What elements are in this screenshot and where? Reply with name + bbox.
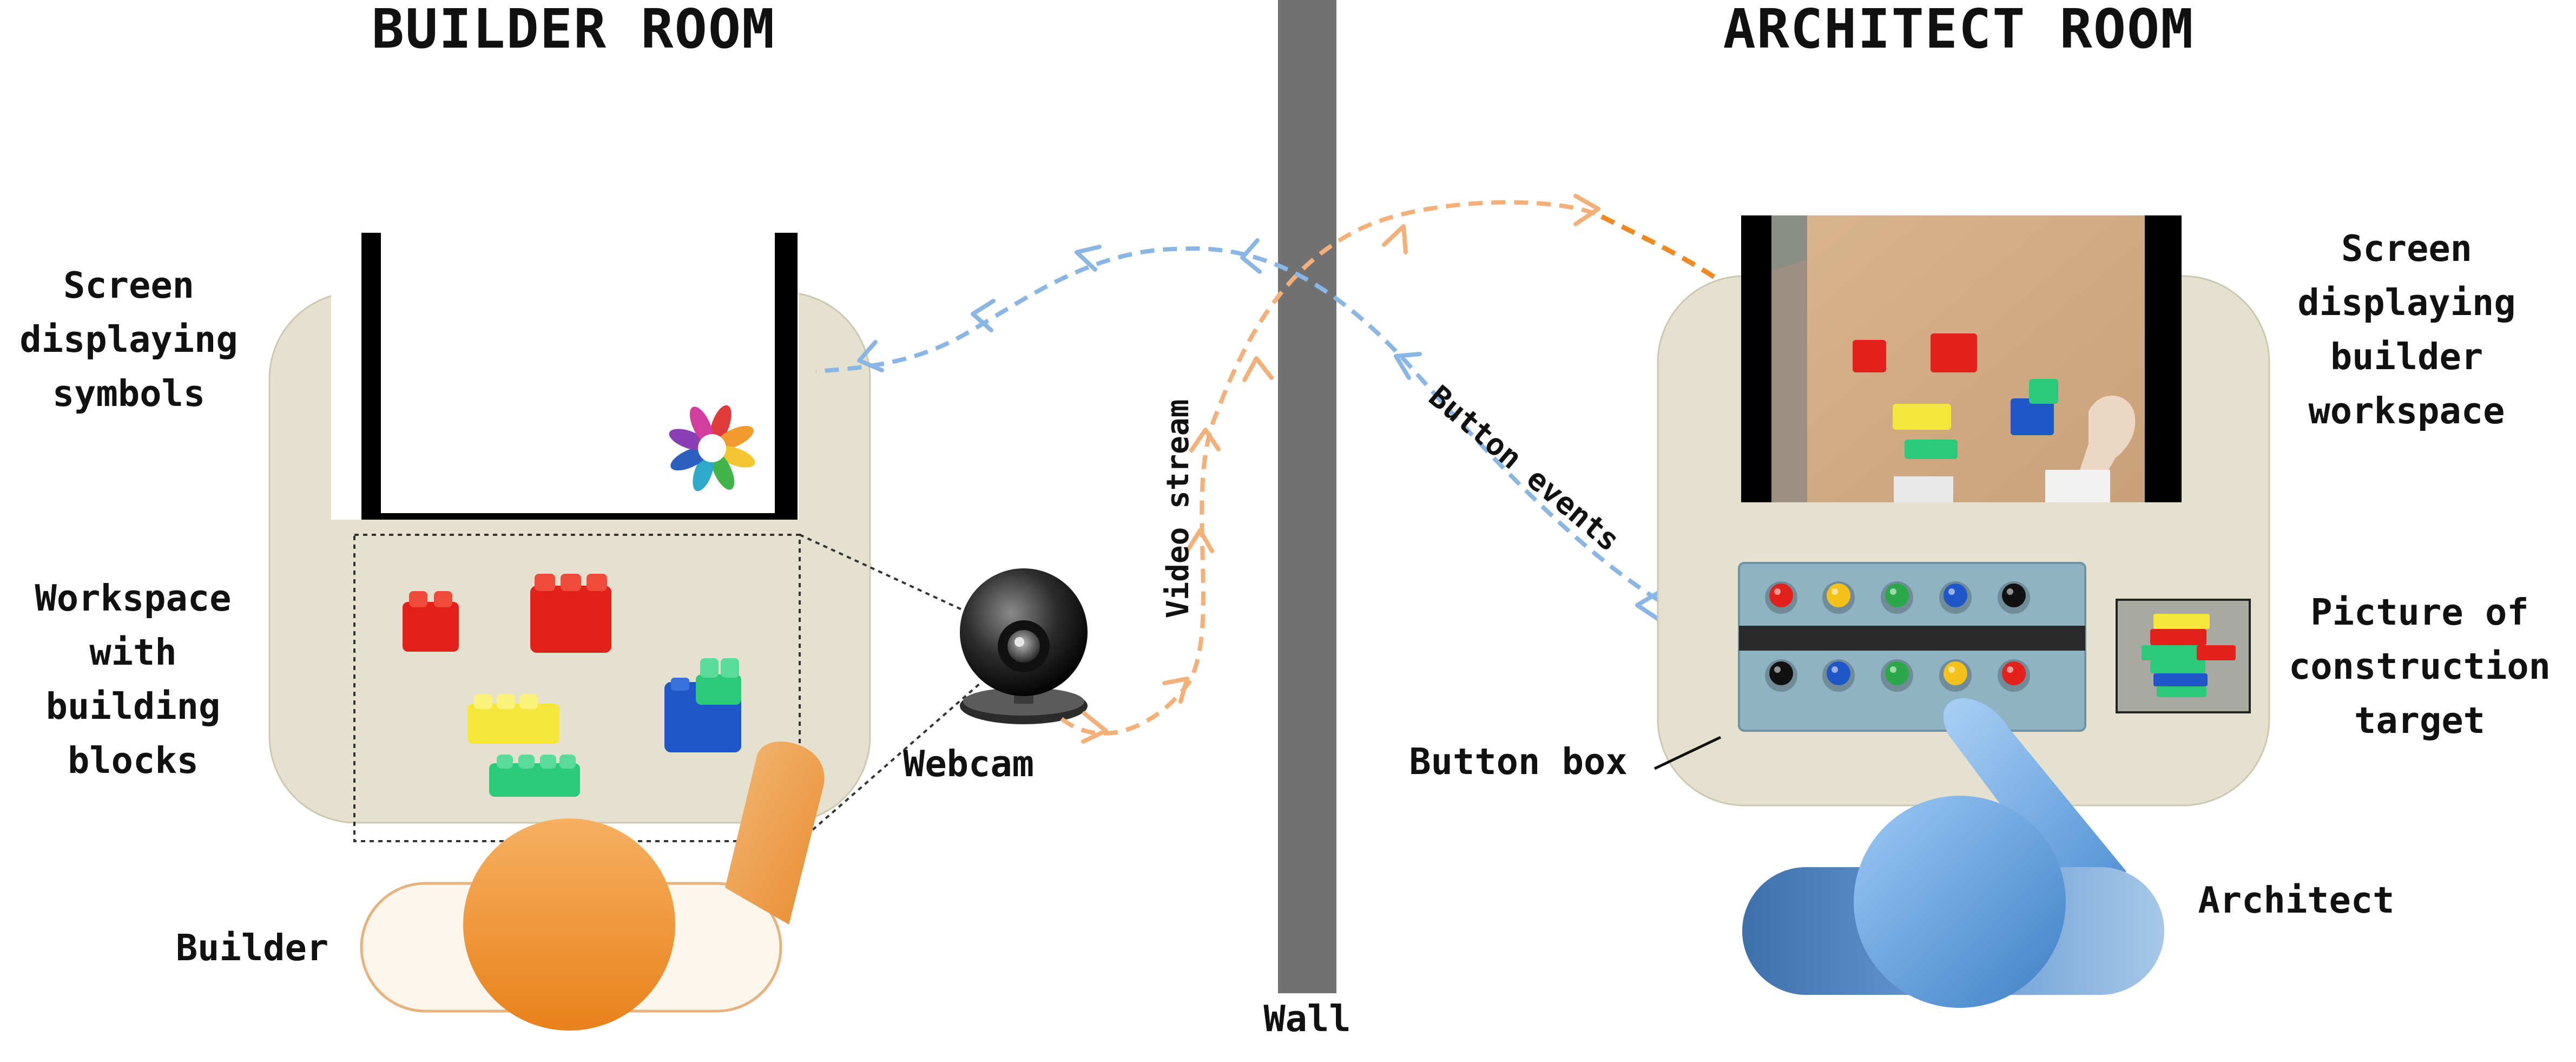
svg-text:with: with bbox=[89, 631, 176, 673]
svg-text:target: target bbox=[2354, 699, 2485, 742]
architect-label: Architect bbox=[2198, 879, 2394, 921]
architect-room-title: ARCHITECT ROOM bbox=[1723, 0, 2195, 61]
svg-text:Picture of: Picture of bbox=[2310, 591, 2528, 633]
button-events-arrow bbox=[815, 246, 1742, 641]
video-stream-arrow bbox=[1060, 200, 1603, 736]
bottom-row-button-4 bbox=[1939, 659, 1972, 692]
button-events-chevrons bbox=[857, 238, 1663, 622]
bottom-row-button-2 bbox=[1822, 659, 1855, 692]
bottom-row-button-3 bbox=[1881, 659, 1913, 692]
top-row-button-1 bbox=[1765, 581, 1797, 614]
architect-screen-label: Screen displaying builder workspace bbox=[2297, 227, 2515, 432]
target-picture bbox=[2116, 599, 2251, 713]
webcam-view-line-bottom bbox=[799, 682, 981, 842]
svg-text:Workspace: Workspace bbox=[35, 577, 231, 619]
builder-figure bbox=[360, 741, 825, 1031]
svg-text:workspace: workspace bbox=[2308, 390, 2505, 432]
svg-text:displaying: displaying bbox=[2297, 281, 2515, 324]
wall bbox=[1278, 0, 1336, 993]
svg-text:Screen: Screen bbox=[63, 264, 194, 306]
svg-text:construction: construction bbox=[2289, 645, 2551, 687]
webcam-icon bbox=[960, 568, 1088, 724]
svg-text:Screen: Screen bbox=[2341, 227, 2472, 270]
button-box-leader bbox=[1653, 736, 1722, 770]
button-events-label: Button events bbox=[1422, 379, 1626, 559]
builder-room-title: BUILDER ROOM bbox=[372, 0, 775, 61]
webcam-view-line-top bbox=[799, 534, 981, 619]
block-red-small bbox=[403, 591, 459, 652]
svg-text:symbols: symbols bbox=[52, 372, 205, 415]
top-row-button-4 bbox=[1939, 581, 1972, 614]
top-row-button-5 bbox=[1998, 581, 2030, 614]
button-box-label: Button box bbox=[1409, 740, 1627, 783]
block-green-bottom bbox=[489, 755, 580, 797]
block-red-large bbox=[530, 574, 611, 653]
workspace-frame bbox=[353, 534, 801, 842]
workspace-label: Workspace with building blocks bbox=[35, 577, 231, 782]
top-row-button-3 bbox=[1881, 581, 1913, 614]
bottom-row-button-1 bbox=[1765, 659, 1797, 692]
svg-text:builder: builder bbox=[2330, 336, 2483, 378]
target-picture-label: Picture of construction target bbox=[2289, 591, 2551, 742]
builder-label: Builder bbox=[176, 927, 328, 969]
svg-text:blocks: blocks bbox=[68, 739, 199, 782]
top-row-button-2 bbox=[1822, 581, 1855, 614]
block-yellow bbox=[467, 694, 559, 744]
block-blue-green-stack bbox=[664, 658, 741, 752]
symbol-pinwheel-icon bbox=[669, 405, 755, 491]
bottom-row-button-5 bbox=[1998, 659, 2030, 692]
builder-screen-label: Screen displaying symbols bbox=[19, 264, 238, 415]
video-stream-label: Video stream bbox=[1161, 399, 1196, 619]
svg-text:building: building bbox=[46, 685, 221, 727]
architect-screen bbox=[1741, 215, 2182, 502]
svg-text:displaying: displaying bbox=[19, 318, 238, 360]
wall-label: Wall bbox=[1263, 998, 1350, 1040]
webcam-label: Webcam bbox=[903, 743, 1034, 785]
video-stream-chevrons bbox=[1081, 194, 1600, 744]
architect-figure bbox=[1742, 698, 2164, 1008]
button-box bbox=[1738, 562, 2086, 732]
